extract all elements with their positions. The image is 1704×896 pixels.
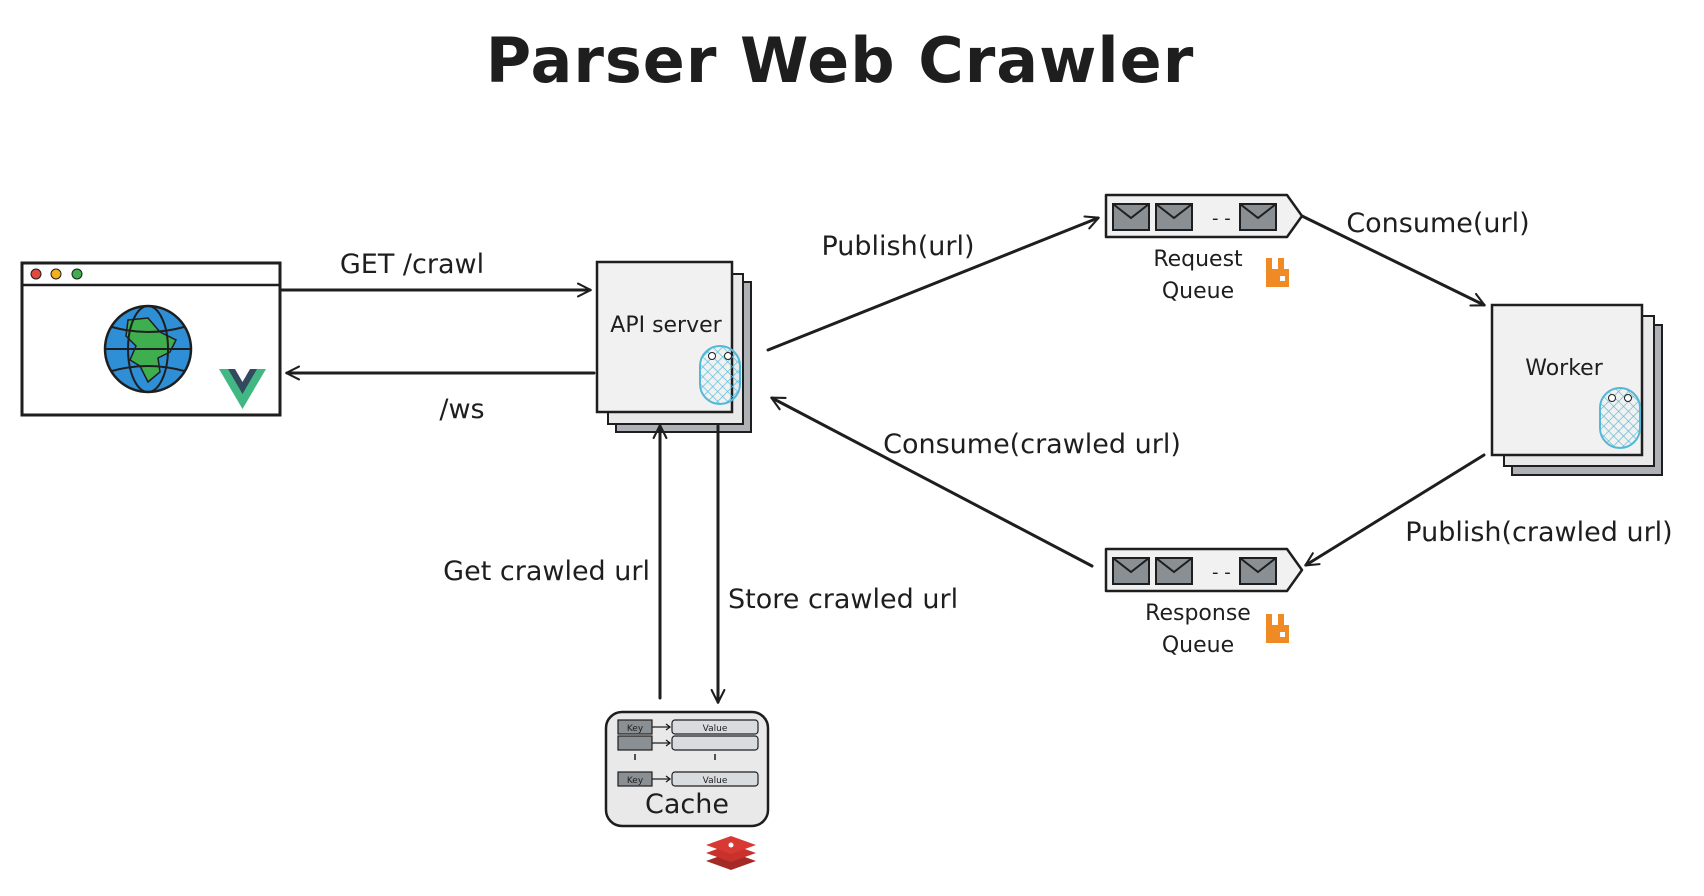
edge-label-publish-url: Publish(url): [821, 231, 974, 262]
response-queue-label-line2: Queue: [1162, 633, 1234, 658]
envelope-icon: [1239, 557, 1277, 585]
worker-box: Worker: [1490, 303, 1663, 476]
response-queue: - - Response Queue: [1104, 547, 1304, 658]
ellipsis-dots: - -: [1212, 562, 1231, 583]
edge-label-publish-crawled: Publish(crawled url): [1405, 517, 1672, 548]
envelope-icon: [1155, 557, 1193, 585]
api-server-box: API server: [595, 260, 752, 433]
edge-label-get-crawl: GET /crawl: [340, 249, 484, 280]
cache-row-key: Key: [627, 776, 644, 786]
envelope-icon: [1112, 557, 1150, 585]
request-queue: - - Request Queue: [1104, 193, 1304, 304]
arrow-publish-crawled: [1304, 453, 1486, 567]
window-maximize-dot-icon: [71, 268, 83, 280]
edge-label-websocket: /ws: [439, 394, 484, 425]
cache-row: Key Value: [617, 719, 759, 735]
cache-row-value: Value: [703, 724, 728, 734]
diagram-title: Parser Web Crawler: [486, 24, 1195, 97]
arrow-consume-crawled: [770, 396, 1094, 568]
window-close-dot-icon: [30, 268, 42, 280]
rabbitmq-icon: [1266, 614, 1289, 643]
envelope-icon: [1239, 203, 1277, 231]
cache-row: Key Value: [617, 771, 759, 787]
rabbitmq-icon: [1266, 258, 1289, 287]
window-minimize-dot-icon: [50, 268, 62, 280]
cache-box: Key Value Key Value Cache: [604, 710, 770, 828]
browser-window: [20, 261, 282, 417]
arrow-consume-url: [1300, 214, 1486, 307]
ellipsis-dots: - -: [1212, 208, 1231, 229]
cache-row-value: Value: [703, 776, 728, 786]
arrow-publish-url: [766, 215, 1100, 352]
redis-logo-icon: [706, 836, 756, 870]
cache-row: [617, 735, 759, 751]
envelope-icon: [1155, 203, 1193, 231]
vue-logo-icon: [219, 369, 266, 409]
cache-row-key: Key: [627, 724, 644, 734]
edge-label-store-cached: Store crawled url: [728, 584, 958, 615]
envelope-icon: [1112, 203, 1150, 231]
cache-label: Cache: [645, 789, 729, 820]
request-queue-label-line1: Request: [1153, 247, 1243, 272]
api-server-label: API server: [610, 313, 722, 338]
gopher-icon: [1599, 387, 1641, 449]
gopher-icon: [699, 345, 741, 405]
edge-label-consume-crawled: Consume(crawled url): [883, 429, 1181, 460]
edge-label-consume-url: Consume(url): [1346, 208, 1529, 239]
request-queue-label-line2: Queue: [1162, 279, 1234, 304]
response-queue-label-line1: Response: [1145, 601, 1251, 626]
worker-label: Worker: [1525, 356, 1603, 381]
globe-icon: [103, 304, 193, 394]
edge-label-get-cached: Get crawled url: [443, 556, 650, 587]
